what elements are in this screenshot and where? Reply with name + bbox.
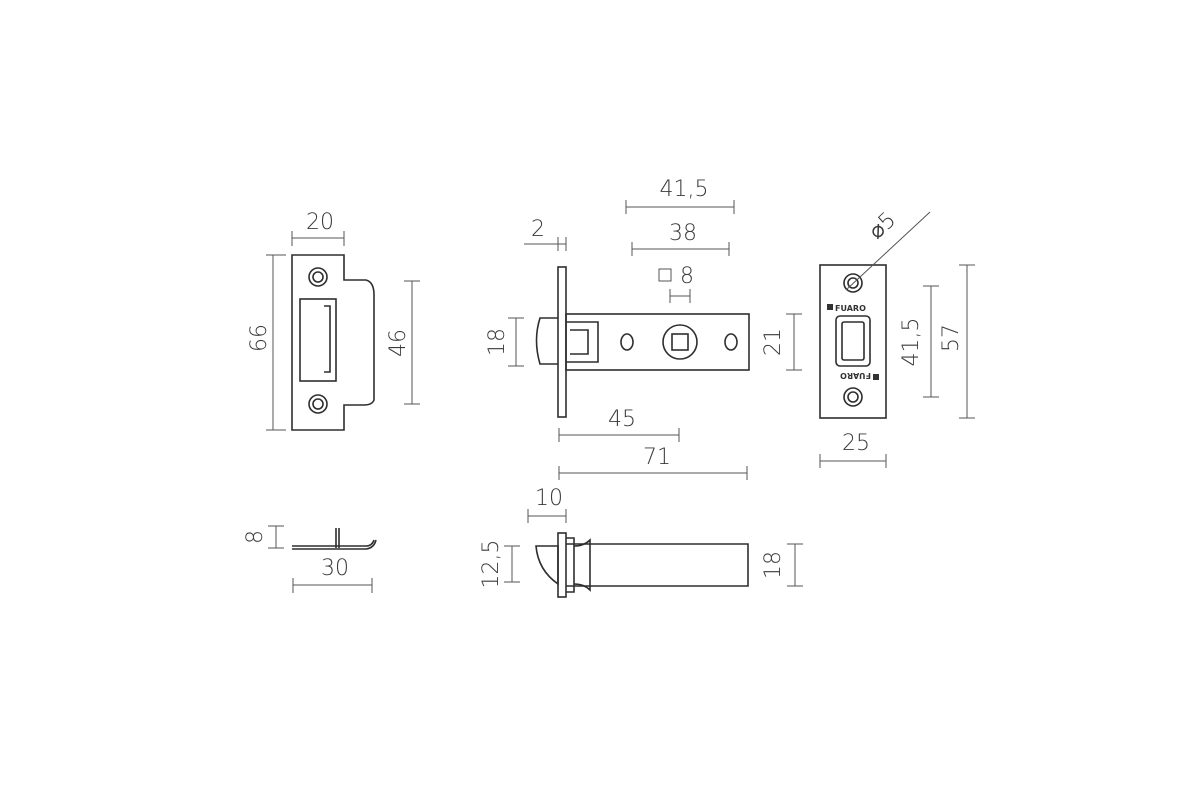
faceplate-bolt-face bbox=[841, 321, 865, 361]
side-body-case bbox=[566, 543, 749, 587]
dim-strike-width: 20 bbox=[306, 210, 334, 235]
strike-plate-outline bbox=[291, 254, 375, 431]
body-hole-right bbox=[724, 333, 738, 351]
strike-side-outline-2 bbox=[292, 539, 377, 550]
side-bolt bbox=[535, 545, 559, 586]
faceplate-hole-top bbox=[843, 273, 863, 293]
brand-logo-icon-bottom bbox=[873, 374, 879, 380]
dim-bolt-thickness: 12,5 bbox=[479, 540, 504, 589]
latch-faceplate bbox=[557, 266, 567, 418]
side-flange bbox=[566, 537, 575, 593]
dim-strike-edge-length: 30 bbox=[321, 556, 349, 581]
strike-plate-side: 8 30 bbox=[243, 525, 377, 593]
dim-backset: 45 bbox=[608, 407, 636, 432]
strike-plate-front: 20 66 46 bbox=[247, 210, 420, 431]
dim-strike-lip: 46 bbox=[386, 329, 411, 357]
faceplate-hole-bottom-inner bbox=[847, 391, 859, 403]
strike-side-outline bbox=[292, 539, 375, 547]
latch-tail bbox=[570, 329, 589, 355]
dim-body-thickness: 18 bbox=[761, 551, 786, 579]
strike-slot bbox=[299, 298, 337, 382]
dim-faceplate-width: 25 bbox=[842, 431, 870, 456]
dim-bolt-projection: 10 bbox=[535, 486, 563, 511]
latch-body-case bbox=[565, 313, 750, 371]
screw-hole-top bbox=[308, 267, 328, 287]
dim-total-length: 71 bbox=[643, 445, 671, 470]
dim-strike-height: 66 bbox=[247, 324, 272, 352]
latch-body-front: 41,5 38 2 8 18 bbox=[485, 177, 802, 480]
faceplate-outline bbox=[819, 264, 887, 419]
square-symbol-icon bbox=[658, 268, 672, 282]
body-hole-left bbox=[620, 333, 634, 351]
latch-bolt bbox=[535, 317, 558, 365]
brand-bottom: FUARO bbox=[840, 371, 871, 380]
side-body-step bbox=[573, 538, 591, 592]
dim-body-length-outer: 41,5 bbox=[660, 177, 709, 202]
spindle-follower bbox=[662, 324, 698, 360]
dim-body-length-inner: 38 bbox=[669, 221, 697, 246]
dim-faceplate-height: 57 bbox=[939, 324, 964, 352]
faceplate-hole-top-inner bbox=[847, 277, 859, 289]
latch-inner-frame bbox=[566, 321, 599, 363]
dim-strike-edge: 8 bbox=[243, 530, 268, 544]
brand-top: FUARO bbox=[835, 304, 866, 313]
dim-faceplate-thickness: 2 bbox=[531, 217, 545, 242]
faceplate-bolt-opening bbox=[835, 315, 871, 367]
dim-hole-diameter-label: ⌀5 bbox=[864, 208, 901, 245]
faceplate-front: FUARO FUARO ⌀5 41,5 57 25 bbox=[819, 208, 975, 468]
brand-logo-icon bbox=[827, 304, 833, 310]
side-faceplate bbox=[557, 532, 567, 598]
screw-hole-top-inner bbox=[312, 271, 324, 283]
screw-hole-bottom-inner bbox=[312, 398, 324, 410]
dim-hole-diameter: 5 bbox=[874, 208, 901, 236]
strike-slot-tab bbox=[324, 305, 331, 373]
spindle-square bbox=[671, 333, 689, 351]
latch-body-side: 10 12,5 18 bbox=[479, 486, 803, 598]
dim-bolt-height: 18 bbox=[485, 328, 510, 356]
dim-hole-distance: 41,5 bbox=[899, 318, 924, 367]
screw-hole-bottom bbox=[308, 394, 328, 414]
dim-square-spindle: 8 bbox=[680, 264, 694, 289]
faceplate-hole-bottom bbox=[843, 387, 863, 407]
dim-body-height: 21 bbox=[761, 328, 786, 356]
